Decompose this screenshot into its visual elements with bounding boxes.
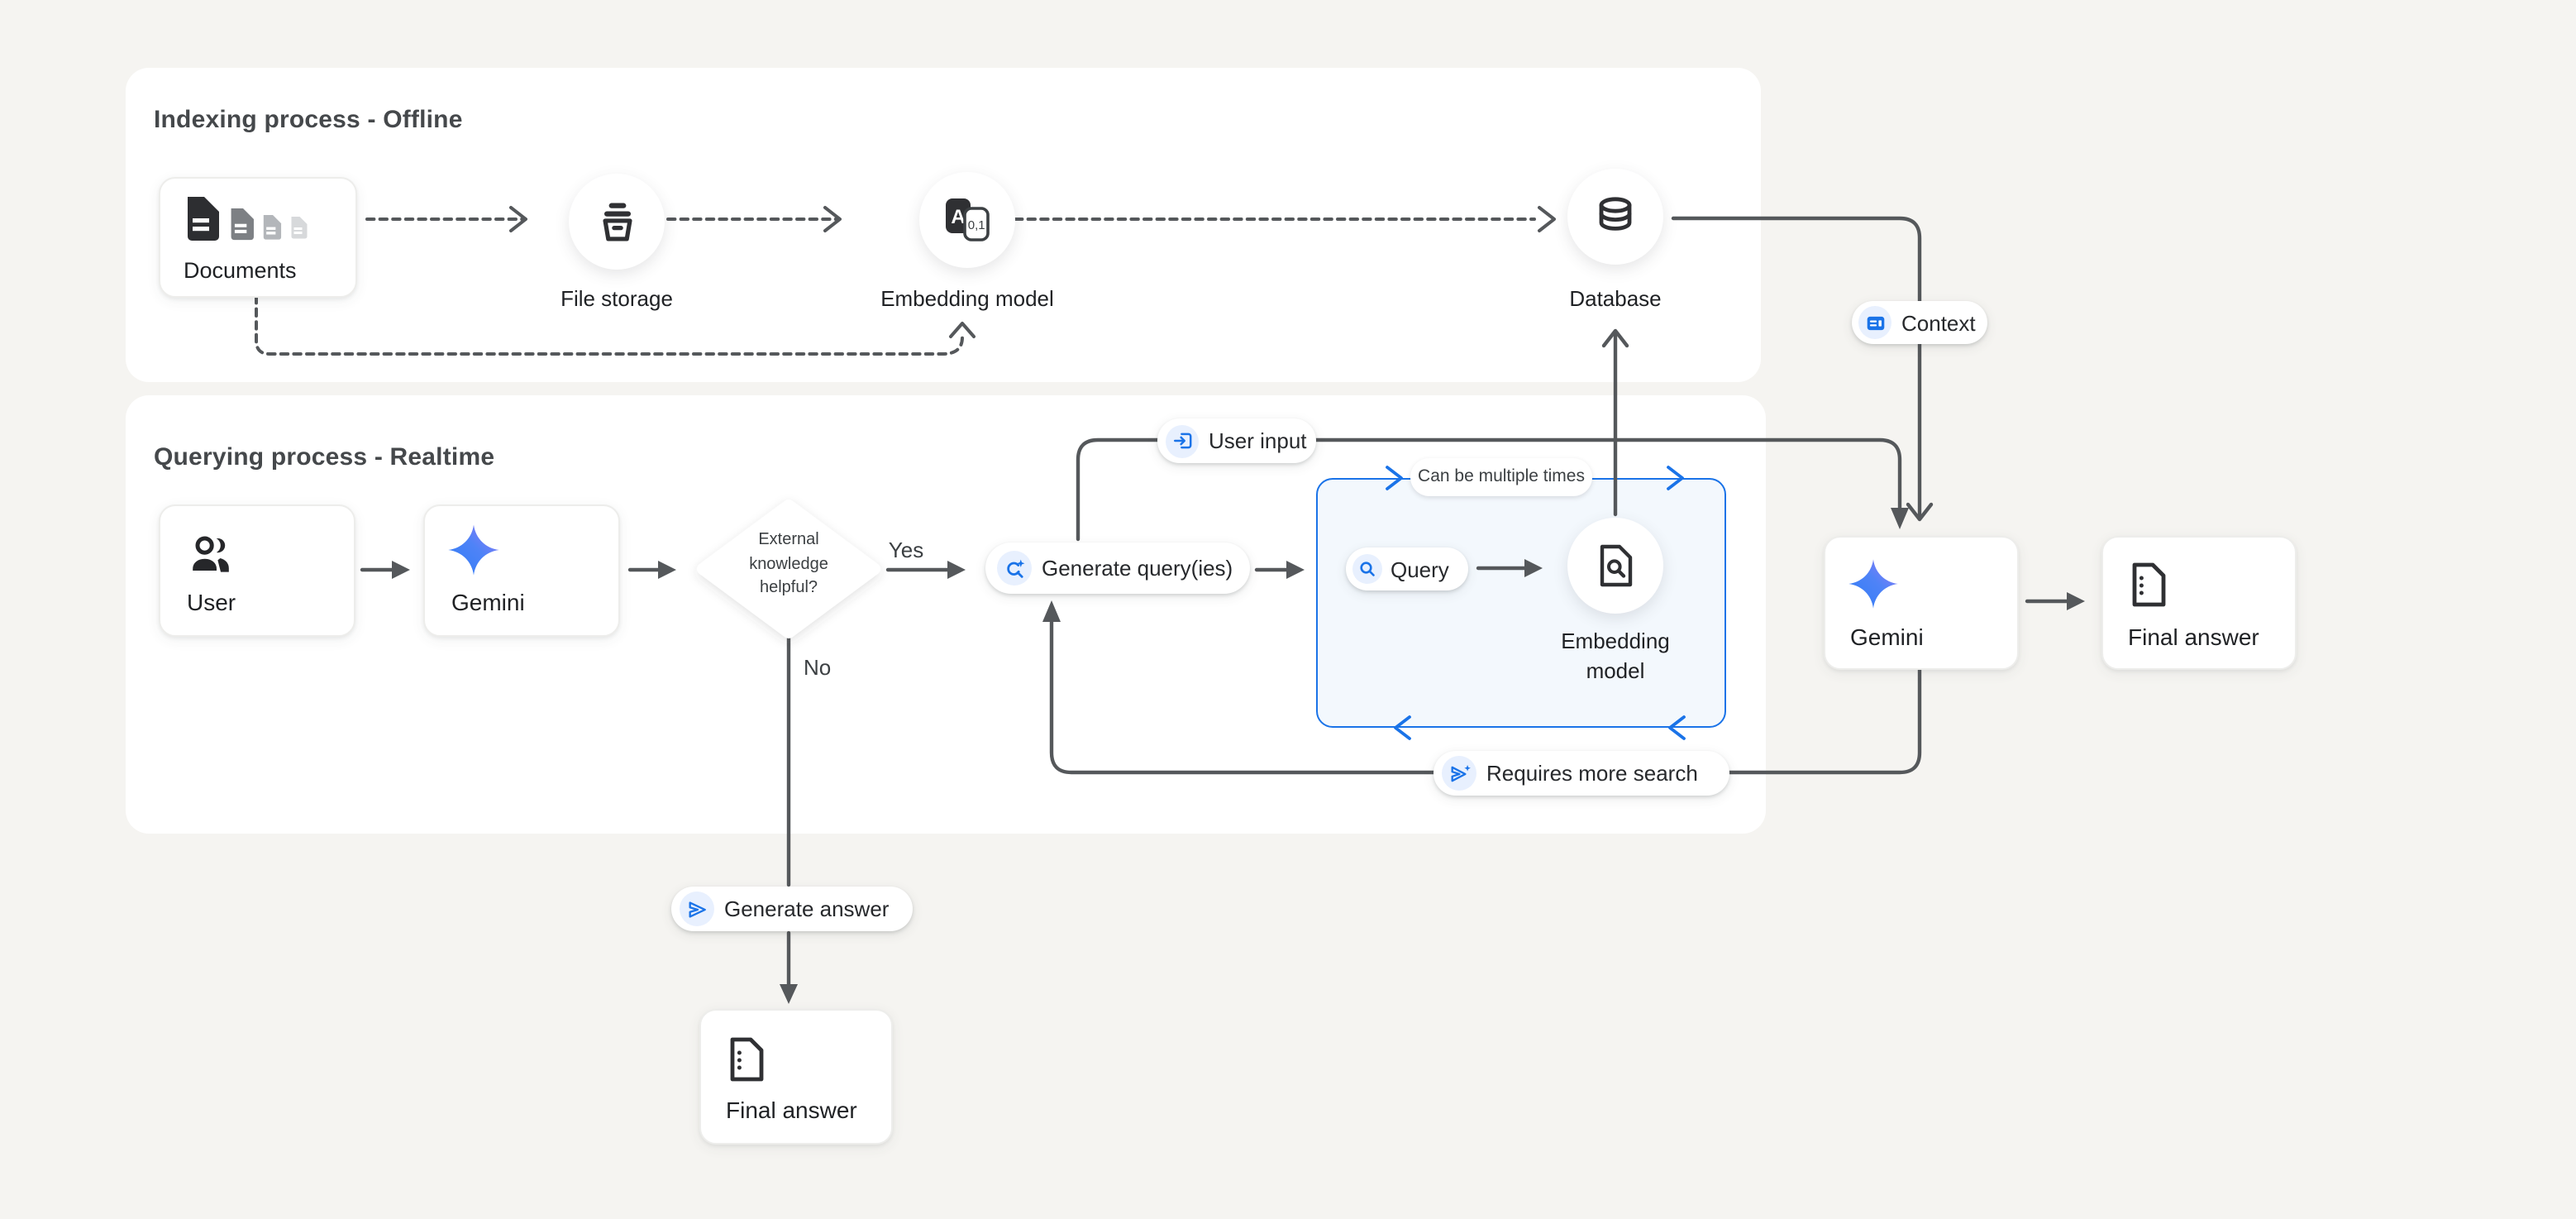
user-label: User: [187, 589, 236, 615]
input-icon: [1166, 424, 1199, 457]
svg-text:A: A: [951, 206, 965, 228]
final-answer-doc-icon: [730, 1037, 764, 1082]
embedding-model-label: Embedding model: [880, 286, 1054, 311]
requires-more-search-badge: Requires more search: [1433, 751, 1729, 796]
translate-model-icon: A 0,1: [946, 198, 990, 241]
doc-search-icon: [1599, 544, 1632, 587]
generate-answer-label: Generate answer: [724, 896, 890, 921]
final-answer-label-bottom: Final answer: [726, 1097, 857, 1123]
retrieval-loop-box: [1316, 478, 1726, 728]
search-icon: [1352, 554, 1382, 584]
article-icon: [1858, 306, 1891, 339]
querying-title: Querying process - Realtime: [154, 443, 495, 471]
gemini-node: Gemini: [423, 504, 620, 637]
documents-node: Documents: [159, 177, 357, 298]
generate-queries-label: Generate query(ies): [1042, 556, 1233, 581]
loop-embedding-node: [1567, 518, 1663, 614]
file-storage-label: File storage: [561, 286, 673, 311]
yes-label: Yes: [888, 538, 924, 562]
send-icon: [680, 892, 714, 926]
gemini-output-node: Gemini: [1824, 536, 2019, 670]
user-input-label: User input: [1209, 428, 1307, 453]
gemini-star-icon-2: [1849, 559, 1898, 609]
context-label: Context: [1901, 310, 1976, 335]
embedding-model-node: A 0,1: [919, 172, 1015, 268]
query-pill: Query: [1346, 547, 1468, 590]
generate-answer-badge: Generate answer: [671, 887, 913, 931]
indexing-title: Indexing process - Offline: [154, 106, 463, 134]
no-label: No: [804, 655, 832, 680]
svg-text:0,1: 0,1: [968, 218, 985, 232]
gemini-star-icon: [448, 524, 499, 576]
context-badge: Context: [1852, 301, 1987, 344]
final-answer-node-right: Final answer: [2101, 536, 2297, 670]
database-label: Database: [1569, 286, 1662, 311]
database-icon: [1599, 197, 1632, 231]
user-node: User: [159, 504, 355, 637]
gemini-output-label: Gemini: [1850, 624, 1924, 650]
file-storage-icon: [602, 202, 632, 241]
search-spark-icon: [997, 551, 1032, 586]
database-node: [1567, 169, 1663, 265]
requires-more-search-label: Requires more search: [1486, 761, 1698, 786]
user-input-badge: User input: [1157, 418, 1316, 463]
user-icon: [190, 536, 229, 574]
documents-label: Documents: [184, 258, 297, 283]
final-answer-label-right: Final answer: [2128, 624, 2259, 650]
generate-queries-pill: Generate query(ies): [985, 543, 1250, 594]
final-answer-doc-icon-2: [2132, 562, 2166, 607]
send-spark-icon: [1442, 756, 1476, 791]
loop-embedding-label-1: Embedding: [1561, 629, 1670, 653]
gemini-label: Gemini: [451, 589, 525, 615]
loop-count-badge: Can be multiple times: [1410, 458, 1592, 496]
documents-icon: [188, 197, 308, 241]
file-storage-node: [569, 174, 665, 270]
loop-embedding-label-2: model: [1586, 658, 1645, 683]
decision-diamond-text: External knowledge helpful?: [749, 531, 828, 597]
query-label: Query: [1391, 557, 1449, 581]
final-answer-node-bottom: Final answer: [699, 1009, 893, 1145]
